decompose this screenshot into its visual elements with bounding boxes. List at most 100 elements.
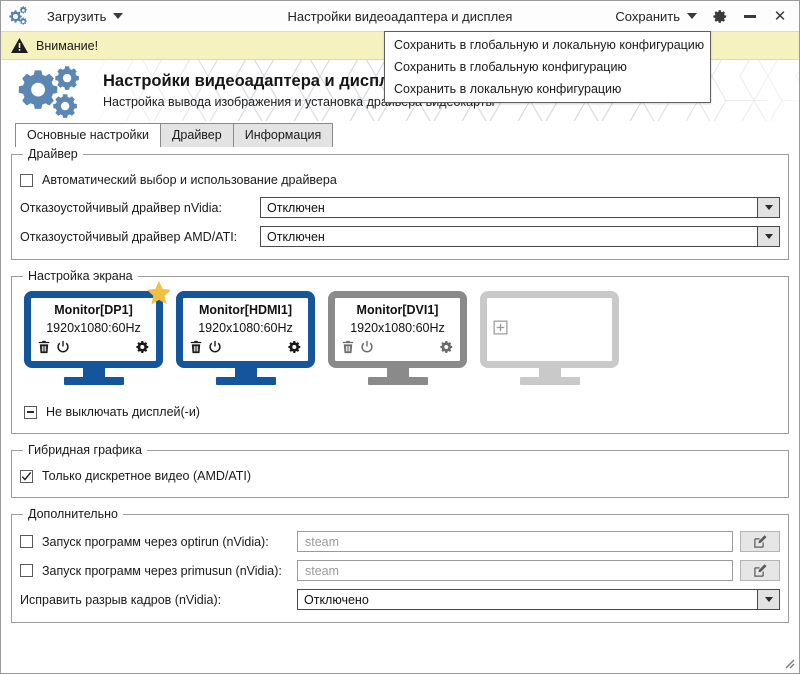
- monitor-actions: [341, 340, 454, 354]
- primusun-checkbox[interactable]: [20, 564, 33, 577]
- primusun-edit-button[interactable]: [740, 560, 780, 581]
- gear-icon: [712, 9, 726, 23]
- screen-group-legend: Настройка экрана: [28, 269, 133, 283]
- optirun-label: Запуск программ через optirun (nVidia):: [42, 534, 269, 549]
- monitor-card-dp1[interactable]: Monitor[DP1] 1920x1080:60Hz: [24, 281, 171, 385]
- monitor-neck: [82, 368, 105, 377]
- monitor-neck: [538, 368, 561, 377]
- close-icon: ✕: [773, 8, 787, 25]
- primusun-label: Запуск программ через primusun (nVidia):: [42, 563, 282, 578]
- monitor-card-add-new[interactable]: [480, 291, 619, 385]
- save-dropdown-menu[interactable]: Сохранить в глобальную и локальную конфи…: [384, 31, 711, 103]
- optirun-checkbox[interactable]: [20, 535, 33, 548]
- monitor-screen: [480, 291, 619, 368]
- extra-group-legend: Дополнительно: [28, 507, 118, 521]
- app-icon-gears-icon: [1, 5, 39, 27]
- monitor-neck: [386, 368, 409, 377]
- nvidia-fallback-select[interactable]: Отключен: [260, 197, 780, 218]
- amd-fallback-label: Отказоустойчивый драйвер AMD/ATI:: [20, 229, 238, 244]
- menu-item-save-global[interactable]: Сохранить в глобальную конфигурацию: [394, 60, 627, 74]
- monitor-resolution: 1920x1080:60Hz: [350, 320, 445, 335]
- checkmark-icon: [21, 471, 32, 481]
- trash-icon[interactable]: [189, 340, 203, 354]
- gear-icon[interactable]: [136, 340, 150, 354]
- monitor-base: [215, 377, 276, 385]
- tab-information[interactable]: Информация: [232, 123, 334, 147]
- monitor-name: Monitor[DP1]: [54, 303, 133, 317]
- monitor-base: [63, 377, 124, 385]
- settings-gear-button[interactable]: [707, 3, 733, 29]
- tab-bar: Основные настройки Драйвер Информация: [1, 121, 799, 147]
- primusun-input[interactable]: steam: [297, 560, 733, 581]
- driver-group: Драйвер Автоматический выбор и использов…: [11, 147, 789, 260]
- primusun-placeholder: steam: [305, 563, 340, 578]
- nvidia-fallback-row: Отказоустойчивый драйвер nVidia: Отключе…: [20, 193, 780, 222]
- chevron-down-icon: [757, 198, 779, 217]
- warning-triangle-icon: [11, 38, 28, 53]
- resize-grip-icon[interactable]: [782, 656, 795, 669]
- close-button[interactable]: ✕: [767, 3, 793, 29]
- extra-group: Дополнительно Запуск программ через opti…: [11, 507, 789, 623]
- monitor-list: Monitor[DP1] 1920x1080:60Hz: [20, 281, 780, 389]
- load-menu-button[interactable]: Загрузить: [39, 6, 131, 27]
- pencil-square-icon: [753, 564, 766, 577]
- optirun-input[interactable]: steam: [297, 531, 733, 552]
- power-icon[interactable]: [208, 340, 222, 354]
- keep-displays-on-label: Не выключать дисплей(-и): [46, 405, 200, 419]
- amd-fallback-select[interactable]: Отключен: [260, 226, 780, 247]
- menu-item-save-global-local[interactable]: Сохранить в глобальную и локальную конфи…: [394, 38, 705, 52]
- trash-icon[interactable]: [37, 340, 51, 354]
- optirun-placeholder: steam: [305, 534, 340, 549]
- amd-fallback-value: Отключен: [267, 229, 325, 244]
- minimize-icon: [744, 14, 756, 18]
- auto-driver-checkbox[interactable]: [20, 173, 33, 187]
- driver-group-legend: Драйвер: [28, 147, 78, 161]
- title-bar: Загрузить Настройки видеоадаптера и дисп…: [1, 1, 799, 32]
- screen-group: Настройка экрана Monitor[DP1] 1920x1080:…: [11, 269, 789, 434]
- warning-text: Внимание!: [36, 38, 99, 53]
- tab-main-settings[interactable]: Основные настройки: [15, 123, 161, 147]
- menu-item-save-local[interactable]: Сохранить в локальную конфигурацию: [394, 82, 622, 96]
- monitor-actions: [37, 340, 150, 354]
- monitor-screen: Monitor[HDMI1] 1920x1080:60Hz: [176, 291, 315, 368]
- power-icon[interactable]: [56, 340, 70, 354]
- minimize-button[interactable]: [737, 3, 763, 29]
- monitor-resolution: 1920x1080:60Hz: [46, 320, 141, 335]
- gear-icon[interactable]: [288, 340, 302, 354]
- hybrid-graphics-group: Гибридная графика Только дискретное виде…: [11, 443, 789, 498]
- tearfree-value: Отключено: [304, 592, 369, 607]
- chevron-down-icon: [687, 13, 697, 19]
- tearfree-select[interactable]: Отключено: [297, 589, 780, 610]
- discrete-video-row: Только дискретное видео (AMD/ATI): [20, 463, 780, 489]
- auto-driver-row: Автоматический выбор и использование дра…: [20, 167, 780, 193]
- nvidia-fallback-label: Отказоустойчивый драйвер nVidia:: [20, 200, 222, 215]
- save-menu-button[interactable]: Сохранить: [609, 6, 703, 27]
- monitor-screen: Monitor[DVI1] 1920x1080:60Hz: [328, 291, 467, 368]
- discrete-video-checkbox[interactable]: [20, 469, 33, 483]
- tab-driver[interactable]: Драйвер: [159, 123, 234, 147]
- trash-icon[interactable]: [341, 340, 355, 354]
- load-menu-label: Загрузить: [47, 8, 107, 24]
- tearfree-row: Исправить разрыв кадров (nVidia): Отключ…: [20, 585, 780, 614]
- power-icon[interactable]: [360, 340, 374, 354]
- keep-displays-on-checkbox[interactable]: [24, 405, 37, 419]
- monitor-actions: [189, 340, 302, 354]
- monitor-card-dvi1[interactable]: Monitor[DVI1] 1920x1080:60Hz: [328, 291, 467, 385]
- hybrid-graphics-legend: Гибридная графика: [28, 443, 142, 457]
- monitor-name: Monitor[HDMI1]: [198, 303, 293, 317]
- discrete-video-label: Только дискретное видео (AMD/ATI): [42, 469, 252, 483]
- monitor-name: Monitor[DVI1]: [356, 303, 439, 317]
- nvidia-fallback-value: Отключен: [267, 200, 325, 215]
- gear-icon[interactable]: [440, 340, 454, 354]
- banner-title: Настройки видеоадаптера и дисплея: [103, 72, 409, 91]
- primary-star-icon: [147, 281, 171, 305]
- pencil-square-icon: [753, 535, 766, 548]
- monitor-resolution: 1920x1080:60Hz: [198, 320, 293, 335]
- optirun-edit-button[interactable]: [740, 531, 780, 552]
- monitor-base: [367, 377, 428, 385]
- chevron-down-icon: [757, 227, 779, 246]
- plus-box-icon[interactable]: [493, 320, 508, 335]
- monitor-card-hdmi1[interactable]: Monitor[HDMI1] 1920x1080:60Hz: [176, 291, 315, 385]
- primusun-row: Запуск программ через primusun (nVidia):…: [20, 556, 780, 585]
